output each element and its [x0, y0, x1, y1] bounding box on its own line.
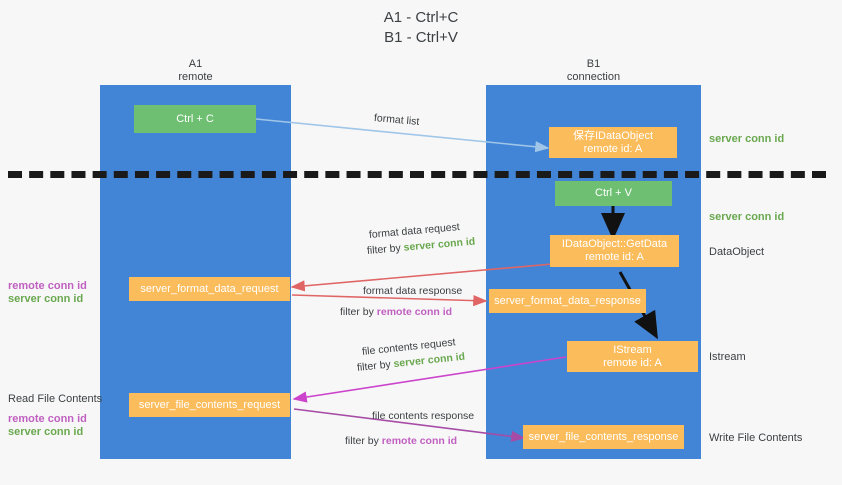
diagram-title: A1 - Ctrl+C B1 - Ctrl+V	[0, 8, 842, 48]
flow-label-format-list: format list	[373, 112, 420, 128]
lane-header-b1: B1 connection	[486, 58, 701, 84]
box-server-file-contents-request-label: server_file_contents_request	[138, 398, 281, 411]
box-istream[interactable]: IStream remote id: A	[567, 341, 698, 372]
box-ctrl-v[interactable]: Ctrl + V	[555, 181, 672, 206]
flow-filter-prefix-2: filter by	[340, 306, 377, 318]
box-server-format-data-response[interactable]: server_format_data_response	[489, 289, 646, 313]
lane-a1-subtitle: remote	[178, 71, 213, 83]
phase-divider	[8, 171, 826, 178]
flow-filter-prefix-4: filter by	[345, 435, 382, 447]
lane-header-a1: A1 remote	[100, 58, 291, 84]
box-getdata-line1: IDataObject::GetData	[561, 238, 668, 250]
box-server-file-contents-request[interactable]: server_file_contents_request	[129, 393, 290, 417]
label-dataobject: DataObject	[709, 246, 765, 258]
label-write-file-contents: Write File Contents	[709, 432, 803, 444]
box-save-idataobject-line1: 保存IDataObject	[572, 129, 654, 142]
lane-b1-name: B1	[586, 58, 601, 70]
box-getdata-line2: remote id: A	[585, 251, 644, 263]
flow-filter-prefix-1: filter by	[366, 241, 405, 257]
flow-filter-value-2: remote conn id	[376, 306, 453, 318]
box-server-format-data-response-label: server_format_data_response	[494, 294, 641, 307]
flow-filter-value-4: remote conn id	[381, 435, 458, 447]
box-server-format-data-request[interactable]: server_format_data_request	[129, 277, 290, 301]
box-getdata[interactable]: IDataObject::GetData remote id: A	[550, 235, 679, 267]
label-server-conn-id-top: server conn id	[709, 133, 785, 145]
label-server-conn-id-2: server conn id	[8, 426, 84, 438]
title-line-1: A1 - Ctrl+C	[383, 9, 459, 26]
box-server-file-contents-response-label: server_file_contents_response	[528, 430, 679, 443]
flow-filter-prefix-3: filter by	[356, 358, 395, 374]
box-ctrl-c[interactable]: Ctrl + C	[134, 105, 256, 133]
box-server-format-data-request-label: server_format_data_request	[140, 282, 279, 295]
lane-a1-name: A1	[188, 58, 203, 70]
label-remote-conn-id-1: remote conn id	[8, 280, 87, 292]
flow-label-format-data-response: format data response	[363, 285, 463, 297]
box-ctrl-v-label: Ctrl + V	[595, 187, 632, 199]
label-read-file-contents: Read File Contents	[8, 393, 103, 405]
label-remote-conn-id-2: remote conn id	[8, 413, 87, 425]
label-istream: Istream	[709, 351, 746, 363]
label-server-conn-id-1: server conn id	[8, 293, 84, 305]
flow-label-file-contents-response: file contents response	[372, 410, 475, 422]
box-save-idataobject-line2: remote id: A	[583, 142, 643, 155]
box-ctrl-c-label: Ctrl + C	[176, 112, 214, 125]
flow-filter-value-1: server conn id	[403, 235, 476, 254]
box-istream-line2: remote id: A	[603, 356, 662, 369]
label-server-conn-id-second: server conn id	[709, 211, 785, 223]
box-save-idataobject[interactable]: 保存IDataObject remote id: A	[549, 127, 677, 158]
flow-label-format-data-response-filter: filter by remote conn id	[340, 305, 452, 319]
box-istream-line1: IStream	[613, 343, 652, 356]
lane-b1-subtitle: connection	[566, 71, 621, 83]
flow-label-file-contents-response-filter: filter by remote conn id	[345, 434, 457, 448]
box-server-file-contents-response[interactable]: server_file_contents_response	[523, 425, 684, 449]
title-line-2: B1 - Ctrl+V	[384, 29, 458, 46]
